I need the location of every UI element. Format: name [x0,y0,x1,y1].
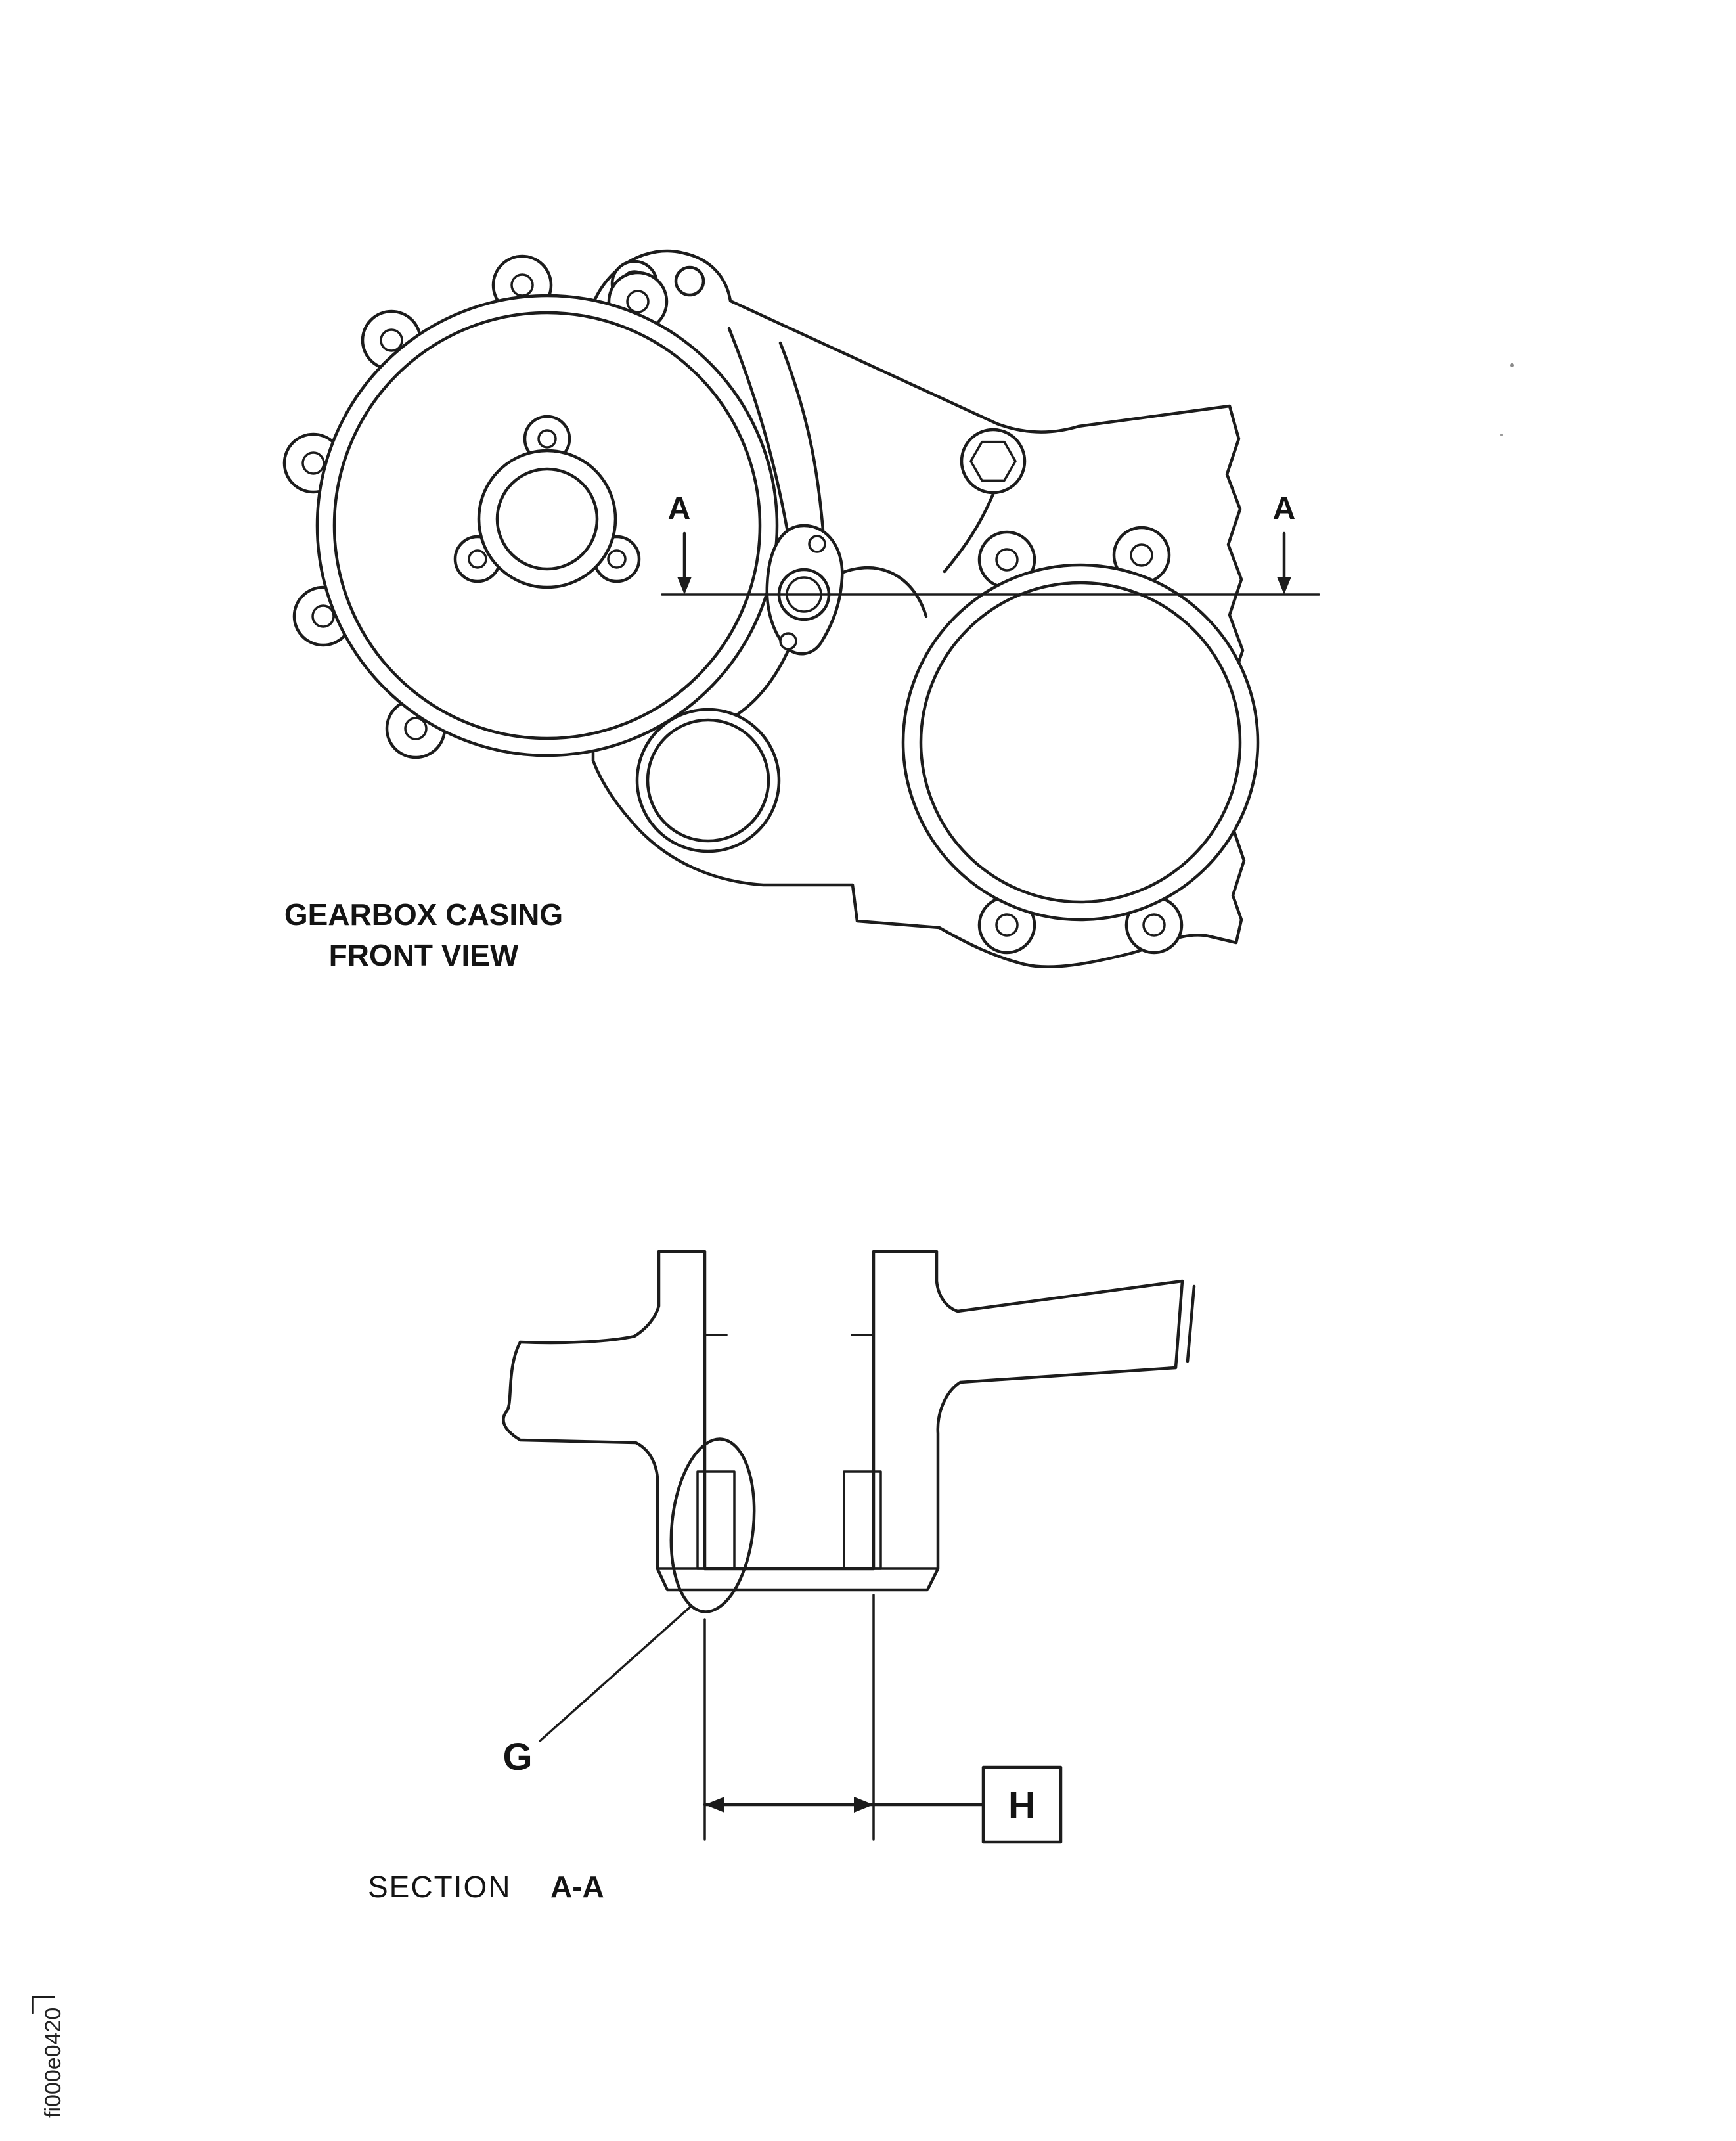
hex-plug-boss [960,428,1027,495]
figure-id-text: fi000e0420 [41,2008,66,2118]
section-caption-ref: A-A [550,1870,604,1904]
middle-bolt-hole [779,632,797,650]
callout-ellipse [669,1437,756,1613]
callout-g-label: G [502,1736,532,1778]
lower-opening-inner [646,718,770,843]
section-marker-right-label: A [1273,491,1296,526]
scan-speckle [1510,363,1514,367]
ear-bolt-hole [1142,913,1166,937]
dimension-h: H [703,1594,1063,1844]
right-arm-break-tick [1186,1284,1196,1363]
ear-bolt-hole [380,328,403,352]
right-bearing-opening [901,526,1260,955]
ear-bolt-hole [995,548,1019,572]
dimension-arrow-right [854,1797,874,1813]
section-plane-a-a: A A [661,491,1320,596]
middle-bolt-hole [808,535,826,553]
front-view-drawing: A A GEARBOX CASING FRONT VIEW [282,249,1514,972]
boss-hole-small [674,265,705,297]
web-rib [943,492,995,574]
dimension-tag-box [981,1765,1063,1844]
section-arrow-right-head [1277,577,1291,595]
dimension-h-label: H [1008,1784,1036,1827]
bearing-cup-right [843,1470,882,1570]
right-ring-outer [901,563,1260,922]
lower-opening-outer [635,708,781,853]
ear-bolt-hole [311,604,335,628]
scan-speckle [1500,434,1503,436]
section-caption: SECTION A-A [368,1870,604,1904]
ear-bolt-hole [626,290,650,313]
web-rib [828,566,928,618]
dimension-arrow-left [705,1797,724,1813]
lower-opening [635,708,781,853]
right-ring-inner [919,581,1242,904]
bearing-cup-left [696,1470,736,1570]
detail-callout-g: G [502,1437,756,1778]
center-shaft-flange [453,415,641,589]
figure-id-bracket [32,1996,55,2014]
flange-bolt-hole [468,549,487,569]
flange-bore [495,467,599,571]
section-arrow-left-head [677,577,692,595]
section-marker-left-label: A [668,491,691,526]
front-caption-line2: FRONT VIEW [329,938,519,972]
ear-bolt-hole [995,913,1019,937]
ear-bolt-hole [404,717,428,740]
hub-section-outline [502,1250,1184,1592]
section-view-drawing: G H SECTION A-A [368,1250,1196,1904]
flange-bolt-hole [607,549,627,569]
hex-plug-nut [969,440,1017,482]
front-caption-line1: GEARBOX CASING [284,897,563,932]
left-bearing-ring [282,254,779,759]
hex-plug-ring [960,428,1027,495]
figure-id-block: fi000e0420 [32,1996,66,2118]
left-ring-inner [332,311,762,740]
web-rib [778,341,827,558]
ear-bolt-hole [1130,543,1153,567]
flange-bolt-hole [537,429,557,449]
ear-bolt-hole [301,451,325,475]
web-rib [727,327,794,560]
callout-leader-line [539,1605,692,1742]
casing-web-ribs [727,327,995,717]
ear-bolt-hole [510,273,534,297]
section-caption-word: SECTION [368,1870,511,1904]
front-view-caption: GEARBOX CASING FRONT VIEW [284,897,563,972]
